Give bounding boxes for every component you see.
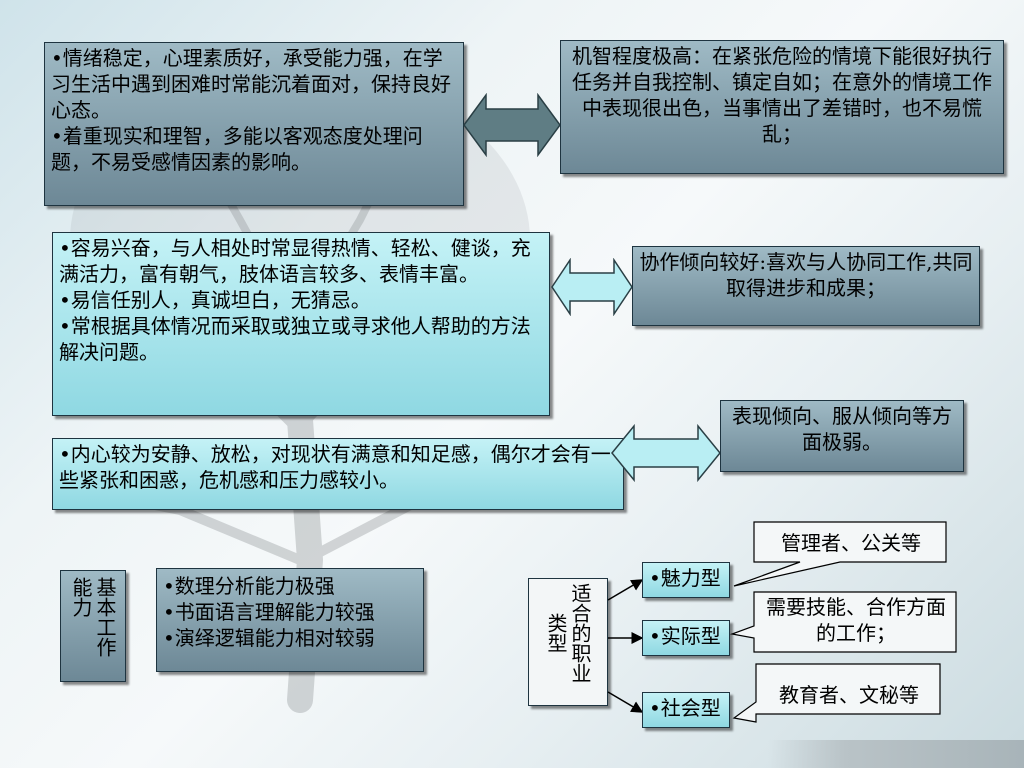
result-box-weak-tendency: 表现倾向、服从倾向等方面极弱。 (720, 400, 964, 472)
trait-stability-text: •情绪稳定，心理素质好，承受能力强，在学习生活中遇到困难时常能沉着面对，保持良好… (51, 46, 451, 122)
trait-box-calm: •内心较为安静、放松，对现状有满意和知足感，偶尔才会有一些紧张和困惑，危机感和压… (52, 438, 624, 510)
callout-shape-social (732, 663, 941, 723)
trait-calm-text: •内心较为安静、放松，对现状有满意和知足感，偶尔才会有一些紧张和困惑，危机感和压… (59, 442, 611, 492)
basic-label-col-2: 能力 (69, 577, 93, 617)
double-arrow-3 (611, 424, 721, 482)
callout-social-text: 教育者、文秘等 (779, 683, 919, 707)
callout-shape-charisma (733, 521, 947, 587)
career-branch-arrows (607, 579, 644, 713)
trait-trusting-text: •易信任别人，真诚坦白，无猜忌。 (59, 288, 371, 312)
basic-label-col-1: 基本工作 (93, 577, 117, 657)
result-cooperation-text: 协作倾向较好:喜欢与人协同工作,共同取得进步和成果； (639, 250, 973, 300)
career-type-practical: •实际型 (642, 620, 730, 656)
watermark-logo (768, 740, 1024, 768)
trait-box-excitable: •容易兴奋，与人相处时常显得热情、轻松、健谈，充满活力，富有朝气，肢体语言较多、… (52, 232, 550, 416)
double-arrow-2 (551, 258, 633, 316)
career-label-col-2: 类型 (544, 613, 568, 653)
trait-problem-solving-text: •常根据具体情况而采取或独立或寻求他人帮助的方法解决问题。 (59, 314, 531, 364)
double-arrow-1 (463, 93, 561, 157)
result-box-cooperation: 协作倾向较好:喜欢与人协同工作,共同取得进步和成果； (632, 246, 980, 326)
callout-shape-practical (730, 591, 957, 653)
callout-practical-text: 需要技能、合作方面的工作； (766, 595, 946, 645)
callout-charisma-text: 管理者、公关等 (781, 531, 921, 555)
career-label-col-1: 适合的职业 (568, 583, 592, 683)
basic-ability-label: 基本工作 能力 (60, 570, 126, 682)
basic-item-math: •数理分析能力极强 (163, 574, 335, 598)
career-type-social: •社会型 (642, 692, 730, 728)
result-wit-text: 机智程度极高：在紧张危险的情境下能很好执行任务并自我控制、镇定自如；在意外的情境… (572, 44, 992, 146)
trait-box-stability: •情绪稳定，心理素质好，承受能力强，在学习生活中遇到困难时常能沉着面对，保持良好… (44, 42, 464, 206)
basic-item-language: •书面语言理解能力较强 (163, 600, 375, 624)
result-weak-tendency-text: 表现倾向、服从倾向等方面极弱。 (732, 404, 952, 454)
trait-rational-text: •着重现实和理智，多能以客观态度处理问题，不易受感情因素的影响。 (51, 124, 423, 174)
career-type-label: 适合的职业 类型 (528, 578, 608, 706)
trait-excitable-text: •容易兴奋，与人相处时常显得热情、轻松、健谈，充满活力，富有朝气，肢体语言较多、… (59, 236, 531, 286)
career-type-charisma: •魅力型 (642, 562, 730, 598)
basic-ability-list: •数理分析能力极强 •书面语言理解能力较强 •演绎逻辑能力相对较弱 (156, 568, 424, 672)
result-box-wit: 机智程度极高：在紧张危险的情境下能很好执行任务并自我控制、镇定自如；在意外的情境… (560, 40, 1004, 174)
basic-item-logic: •演绎逻辑能力相对较弱 (163, 626, 375, 650)
